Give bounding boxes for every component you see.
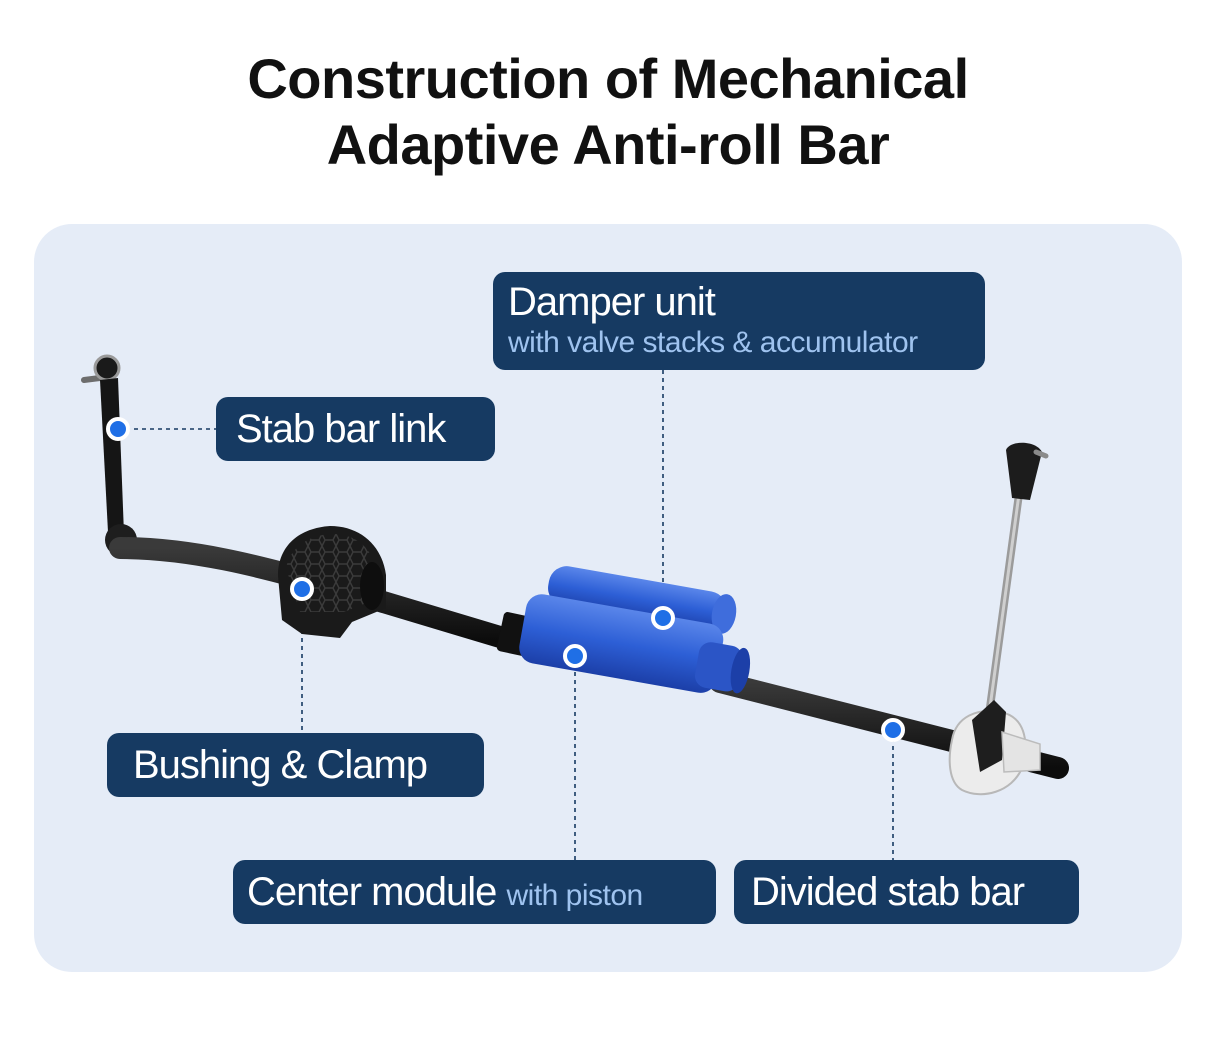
marker-damper-unit: [651, 606, 675, 630]
left-stab-link: [81, 354, 137, 556]
title-line-1: Construction of Mechanical: [247, 47, 969, 110]
marker-dots: [106, 417, 905, 742]
stab-bar-link-text: Stab bar link: [236, 407, 446, 451]
marker-bushing: [290, 577, 314, 601]
divided-stab-bar-text: Divided stab bar: [751, 870, 1025, 914]
bushing-clamp-text: Bushing & Clamp: [133, 743, 428, 787]
leader-lines: [126, 370, 894, 860]
title-line-2: Adaptive Anti-roll Bar: [326, 113, 890, 176]
label-center-module: Center module with piston: [233, 860, 716, 924]
center-module-subtitle: with piston: [506, 879, 644, 912]
center-module-text: Center module: [247, 870, 497, 914]
label-stab-bar-link: Stab bar link: [216, 397, 495, 461]
right-stab-link: [948, 442, 1049, 796]
page-title: Construction of Mechanical Adaptive Anti…: [0, 46, 1216, 178]
marker-stab-bar-link: [106, 417, 130, 441]
label-damper-unit: Damper unit with valve stacks & accumula…: [493, 272, 985, 370]
damper-unit-title: Damper unit: [508, 280, 716, 324]
damper-unit-subtitle: with valve stacks & accumulator: [508, 326, 918, 359]
label-divided-stab-bar: Divided stab bar: [734, 860, 1079, 924]
label-bushing-clamp: Bushing & Clamp: [107, 733, 484, 797]
marker-center-module: [563, 644, 587, 668]
center-module-part: [519, 566, 751, 694]
marker-divided-bar: [881, 718, 905, 742]
